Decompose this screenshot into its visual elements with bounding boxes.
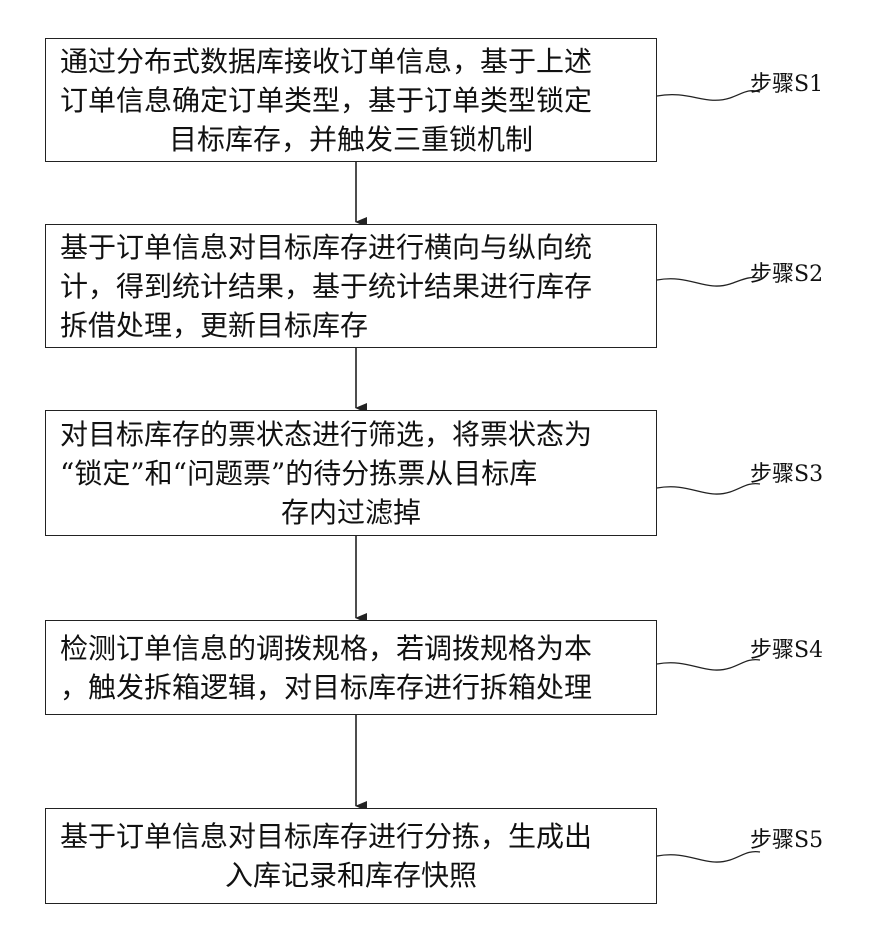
- step-label-s3: 步骤S3: [750, 456, 823, 488]
- leader-s3: [657, 484, 760, 494]
- step-label-s4: 步骤S4: [750, 632, 823, 664]
- step-box-s4: 检测订单信息的调拨规格，若调拨规格为本 ，触发拆箱逻辑，对目标库存进行拆箱处理: [45, 620, 657, 715]
- leader-s5: [657, 852, 760, 862]
- step-label-s2: 步骤S2: [750, 256, 823, 288]
- step-label-s5: 步骤S5: [750, 822, 823, 854]
- step-s5-line-2: 入库记录和库存快照: [60, 856, 642, 895]
- step-box-s5: 基于订单信息对目标库存进行分拣，生成出 入库记录和库存快照: [45, 808, 657, 904]
- step-s1-line-2: 订单信息确定订单类型，基于订单类型锁定: [60, 81, 642, 120]
- leader-s4: [657, 660, 760, 670]
- step-s1-line-3: 目标库存，并触发三重锁机制: [60, 120, 642, 159]
- step-s3-line-1: 对目标库存的票状态进行筛选，将票状态为: [60, 415, 642, 454]
- step-box-s2: 基于订单信息对目标库存进行横向与纵向统 计，得到统计结果，基于统计结果进行库存 …: [45, 224, 657, 348]
- step-s4-line-1: 检测订单信息的调拨规格，若调拨规格为本: [60, 629, 642, 668]
- step-box-s3: 对目标库存的票状态进行筛选，将票状态为 “锁定”和“问题票”的待分拣票从目标库 …: [45, 410, 657, 536]
- step-s3-line-3: 存内过滤掉: [60, 493, 642, 532]
- step-s2-line-3: 拆借处理，更新目标库存: [60, 306, 642, 345]
- step-s2-line-2: 计，得到统计结果，基于统计结果进行库存: [60, 267, 642, 306]
- step-s3-line-2: “锁定”和“问题票”的待分拣票从目标库: [60, 454, 642, 493]
- step-s2-line-1: 基于订单信息对目标库存进行横向与纵向统: [60, 228, 642, 267]
- step-box-s1: 通过分布式数据库接收订单信息，基于上述 订单信息确定订单类型，基于订单类型锁定 …: [45, 38, 657, 162]
- leader-s1: [657, 91, 760, 101]
- step-s4-line-2: ，触发拆箱逻辑，对目标库存进行拆箱处理: [60, 668, 642, 707]
- step-s1-line-1: 通过分布式数据库接收订单信息，基于上述: [60, 42, 642, 81]
- leader-s2: [657, 277, 760, 286]
- step-label-s1: 步骤S1: [750, 66, 823, 98]
- step-s5-line-1: 基于订单信息对目标库存进行分拣，生成出: [60, 817, 642, 856]
